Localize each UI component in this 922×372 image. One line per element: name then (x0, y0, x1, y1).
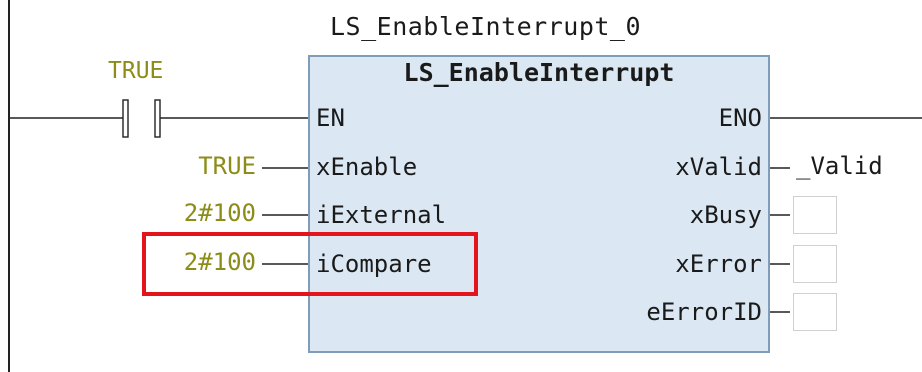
icompare-value[interactable]: 2#100 (183, 248, 256, 276)
contact-label[interactable]: TRUE (108, 58, 164, 84)
xvalid-variable[interactable]: _Valid (796, 152, 883, 180)
pin-en: EN (316, 104, 345, 132)
pin-xvalid: xValid (675, 153, 762, 181)
pin-eerrorid: eErrorID (646, 298, 762, 326)
highlight-box (142, 232, 478, 296)
xbusy-output-box[interactable] (793, 196, 837, 234)
instance-name[interactable]: LS_EnableInterrupt_0 (330, 12, 642, 41)
pin-icompare: iCompare (316, 250, 432, 278)
pin-xerror: xError (675, 250, 762, 278)
function-block[interactable] (308, 55, 770, 353)
pin-iexternal: iExternal (316, 201, 447, 229)
contact-symbol[interactable] (122, 99, 161, 138)
pin-eno: ENO (718, 104, 762, 132)
pin-xenable: xEnable (316, 153, 418, 181)
xerror-output-box[interactable] (793, 245, 837, 283)
function-block-title: LS_EnableInterrupt (403, 58, 675, 87)
xenable-value[interactable]: TRUE (198, 152, 256, 180)
iexternal-value[interactable]: 2#100 (183, 199, 256, 227)
eerrorid-output-box[interactable] (793, 293, 837, 331)
pin-xbusy: xBusy (689, 201, 762, 229)
